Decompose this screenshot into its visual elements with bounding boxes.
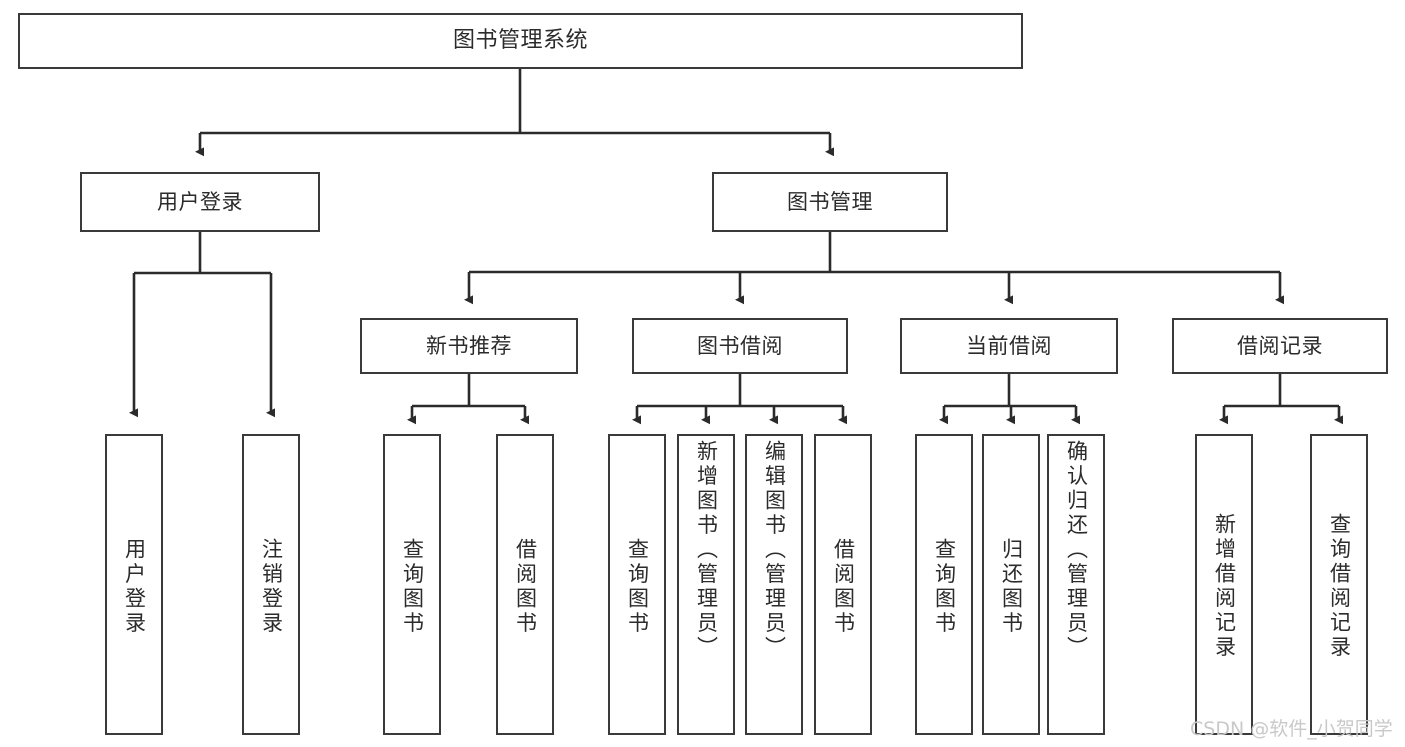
node-book-management[interactable]: 图书管理 [712, 172, 948, 232]
node-label: 图书管理 [787, 189, 873, 214]
node-label: 借阅图书 [831, 537, 856, 636]
leaf-user-login-login[interactable]: 用户登录 [105, 434, 163, 735]
node-label: 新增图书（管理员） [694, 440, 719, 661]
leaf-user-login-logout[interactable]: 注销登录 [242, 434, 300, 735]
node-label: 借阅记录 [1237, 333, 1323, 358]
leaf-book-borrow-add-book-admin[interactable]: 新增图书（管理员） [677, 434, 735, 735]
node-label: 查询图书 [625, 537, 650, 636]
node-label: 用户登录 [157, 189, 243, 214]
csdn-watermark: CSDN @软件_小贺同学 [1190, 718, 1393, 740]
leaf-new-book-borrow-books[interactable]: 借阅图书 [496, 434, 554, 735]
leaf-book-borrow-query-books[interactable]: 查询图书 [608, 434, 666, 735]
node-current-borrow[interactable]: 当前借阅 [900, 318, 1118, 374]
node-label: 借阅图书 [513, 537, 538, 636]
leaf-borrow-record-add-record[interactable]: 新增借阅记录 [1195, 434, 1253, 735]
node-label: 编辑图书（管理员） [762, 440, 787, 661]
node-label: 图书借阅 [697, 333, 783, 358]
node-borrow-record[interactable]: 借阅记录 [1172, 318, 1388, 374]
leaf-book-borrow-edit-book-admin[interactable]: 编辑图书（管理员） [745, 434, 803, 735]
node-book-borrow[interactable]: 图书借阅 [632, 318, 848, 374]
leaf-book-borrow-borrow-books[interactable]: 借阅图书 [814, 434, 872, 735]
node-label: 查询借阅记录 [1327, 513, 1352, 660]
node-label: 查询图书 [932, 537, 957, 636]
leaf-current-borrow-return-books[interactable]: 归还图书 [982, 434, 1040, 735]
node-label: 新书推荐 [426, 333, 512, 358]
node-root-book-management-system[interactable]: 图书管理系统 [18, 13, 1023, 69]
node-label: 查询图书 [400, 537, 425, 636]
leaf-current-borrow-query-books[interactable]: 查询图书 [915, 434, 973, 735]
leaf-current-borrow-confirm-return-admin[interactable]: 确认归还（管理员） [1047, 434, 1105, 735]
node-label: 图书管理系统 [452, 28, 588, 54]
leaf-new-book-query-books[interactable]: 查询图书 [383, 434, 441, 735]
node-label: 确认归还（管理员） [1064, 440, 1089, 661]
node-label: 新增借阅记录 [1212, 513, 1237, 660]
node-user-login[interactable]: 用户登录 [80, 172, 320, 232]
node-label: 当前借阅 [966, 333, 1052, 358]
node-new-book-recommend[interactable]: 新书推荐 [360, 318, 578, 374]
leaf-borrow-record-query-record[interactable]: 查询借阅记录 [1310, 434, 1368, 735]
node-label: 注销登录 [259, 537, 284, 636]
node-label: 用户登录 [122, 537, 147, 636]
node-label: 归还图书 [999, 537, 1024, 636]
